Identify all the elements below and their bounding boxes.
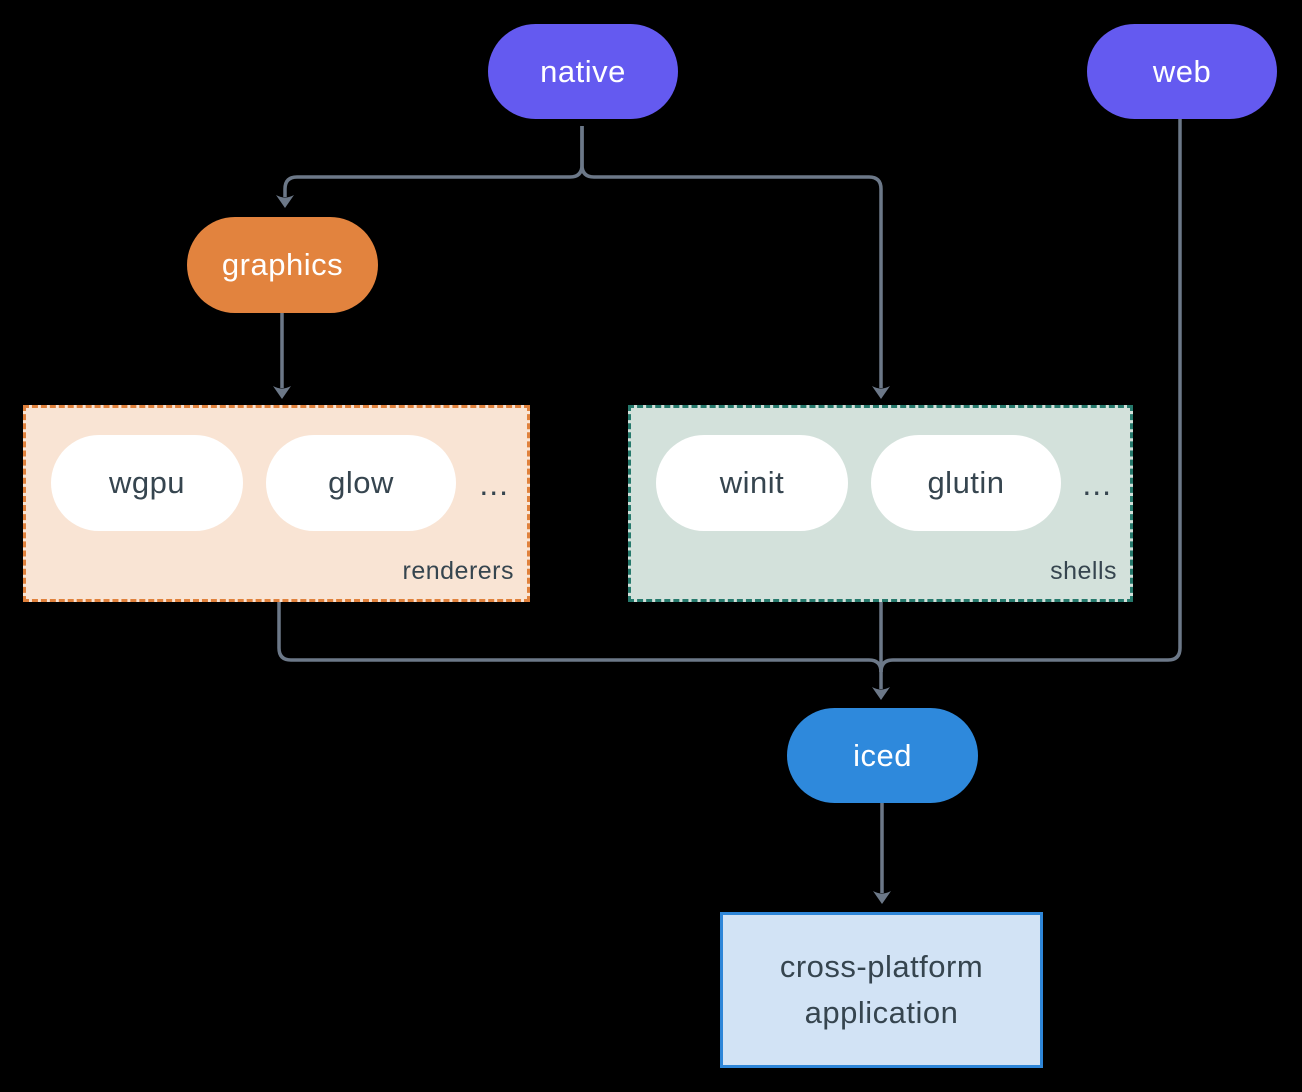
shells-ellipsis: ... — [1082, 466, 1112, 502]
node-graphics-label: graphics — [221, 247, 344, 282]
node-graphics: graphics — [187, 217, 378, 313]
node-application-line2: application — [804, 995, 959, 1030]
item-glutin-label: glutin — [927, 465, 1005, 500]
group-shells-label: shells — [1050, 557, 1117, 585]
node-native-label: native — [540, 53, 626, 89]
node-iced: iced — [787, 708, 978, 803]
node-web-label: web — [1152, 53, 1212, 89]
renderers-ellipsis: ... — [479, 466, 509, 502]
node-web: web — [1087, 24, 1277, 119]
connector-renderers-merge — [277, 602, 883, 673]
group-renderers-label: renderers — [402, 557, 514, 585]
group-renderers: wgpu glow ... renderers — [23, 405, 530, 602]
arrowhead-native-shells — [872, 386, 890, 399]
item-wgpu: wgpu — [51, 435, 243, 531]
node-application: cross-platform application — [720, 912, 1043, 1068]
arrowhead-native-graphics — [276, 195, 294, 208]
connector-native-shells — [580, 126, 883, 388]
node-application-line1: cross-platform — [779, 949, 984, 984]
item-glow-label: glow — [328, 465, 394, 500]
item-winit-label: winit — [719, 465, 785, 500]
connector-native-graphics — [283, 126, 584, 197]
group-shells: winit glutin ... shells — [628, 405, 1133, 602]
arrowhead-merge-iced — [872, 687, 890, 700]
item-wgpu-label: wgpu — [108, 465, 186, 500]
node-native: native — [488, 24, 678, 119]
arrowhead-iced-application — [873, 891, 891, 904]
item-glutin: glutin — [871, 435, 1061, 531]
item-winit: winit — [656, 435, 848, 531]
arrowhead-graphics-renderers — [273, 386, 291, 399]
node-iced-label: iced — [853, 737, 912, 773]
item-glow: glow — [266, 435, 456, 531]
